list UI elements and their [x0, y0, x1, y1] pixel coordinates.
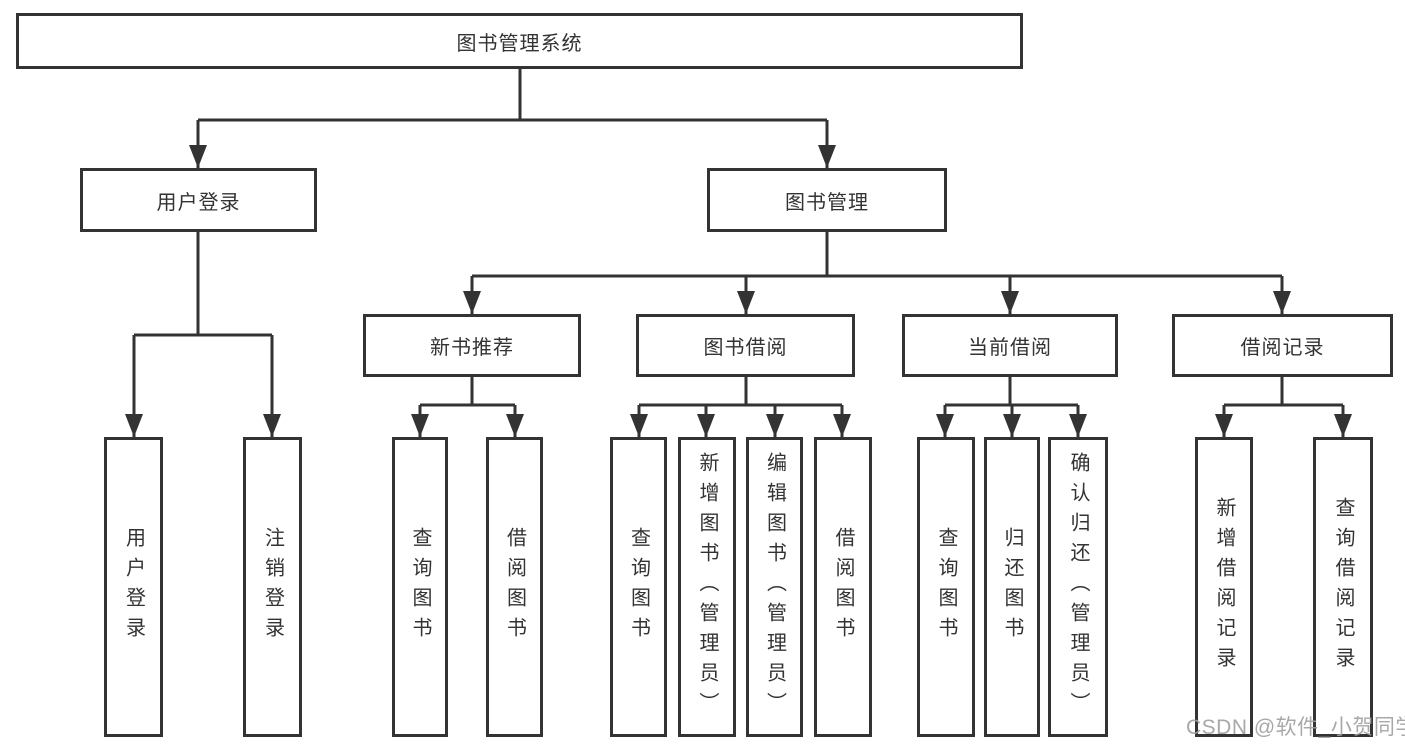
- leaf-edit-books-admin-label: 编辑图书（管理员）: [763, 452, 786, 722]
- leaf-add-books-admin: 新增图书（管理员）: [678, 437, 736, 737]
- node-book-management: 图书管理: [707, 168, 947, 232]
- leaf-logout: 注销登录: [243, 437, 302, 737]
- leaf-return-books-label: 归还图书: [1001, 527, 1023, 647]
- leaf-add-books-admin-label: 新增图书（管理员）: [696, 452, 718, 722]
- leaf-query-books-borrow: 查询图书: [610, 437, 667, 737]
- node-borrowing-records: 借阅记录: [1172, 314, 1393, 377]
- leaf-query-books-current-label: 查询图书: [935, 527, 957, 647]
- leaf-query-books-recommend-label: 查询图书: [409, 527, 431, 647]
- leaf-borrow-books-recommend: 借阅图书: [486, 437, 543, 737]
- leaf-query-borrow-record: 查询借阅记录: [1313, 437, 1373, 737]
- leaf-query-books-recommend: 查询图书: [392, 437, 448, 737]
- leaf-logout-label: 注销登录: [261, 527, 284, 647]
- leaf-return-books: 归还图书: [984, 437, 1040, 737]
- leaf-edit-books-admin: 编辑图书（管理员）: [746, 437, 803, 737]
- csdn-watermark: CSDN @软件_小贺同学: [1186, 716, 1405, 739]
- node-book-borrowing: 图书借阅: [636, 314, 855, 377]
- leaf-confirm-return-admin-label: 确认归还（管理员）: [1067, 452, 1089, 722]
- leaf-query-books-borrow-label: 查询图书: [627, 527, 650, 647]
- leaf-add-borrow-record-label: 新增借阅记录: [1213, 497, 1235, 677]
- node-library-management-system: 图书管理系统: [16, 13, 1023, 69]
- leaf-confirm-return-admin: 确认归还（管理员）: [1048, 437, 1108, 737]
- leaf-user-login: 用户登录: [104, 437, 163, 737]
- node-user-login: 用户登录: [80, 168, 317, 232]
- node-current-borrowing: 当前借阅: [902, 314, 1118, 377]
- leaf-add-borrow-record: 新增借阅记录: [1195, 437, 1253, 737]
- leaf-borrow-books-label: 借阅图书: [832, 527, 854, 647]
- leaf-user-login-label: 用户登录: [122, 527, 145, 647]
- tree-edges: [132, 69, 1345, 437]
- leaf-query-books-current: 查询图书: [917, 437, 975, 737]
- leaf-query-borrow-record-label: 查询借阅记录: [1332, 497, 1354, 677]
- leaf-borrow-books: 借阅图书: [814, 437, 872, 737]
- node-new-book-recommendation: 新书推荐: [363, 314, 581, 377]
- leaf-borrow-books-recommend-label: 借阅图书: [503, 527, 526, 647]
